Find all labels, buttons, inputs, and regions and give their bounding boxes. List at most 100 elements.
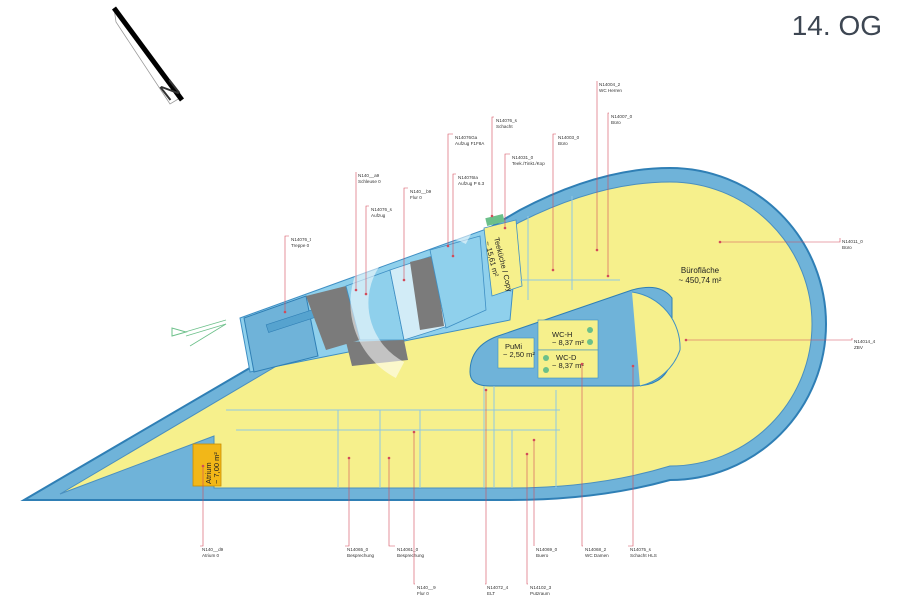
room-function-label: Schacht bbox=[496, 124, 513, 129]
callout-leader-line bbox=[284, 235, 289, 312]
room-function-label: Büro bbox=[558, 141, 568, 146]
room-code-label: N14003_0 bbox=[558, 135, 580, 140]
room-code-label: N14061_0 bbox=[397, 547, 419, 552]
room-function-label: Besprechung bbox=[397, 553, 425, 558]
atrium: Atrium ~ 7,00 m² bbox=[192, 443, 222, 487]
callout-leader-line bbox=[581, 364, 583, 547]
room-pumi-name: PuMi bbox=[505, 342, 522, 351]
room-function-label: Büro bbox=[842, 245, 852, 250]
room-buero-name: Bürofläche bbox=[681, 266, 720, 275]
callout-target-dot bbox=[402, 278, 406, 282]
room-code-label: N14011_0 bbox=[842, 239, 863, 244]
callout-target-dot bbox=[364, 292, 368, 296]
room-code-label: N14075_s bbox=[630, 547, 652, 552]
room-wcd-area: ~ 8,37 m² bbox=[552, 361, 584, 370]
room-code-label: N140__9 bbox=[417, 585, 436, 590]
entrance-marker bbox=[171, 319, 227, 347]
callout-leader-line bbox=[345, 458, 350, 547]
callout-leader-line bbox=[388, 458, 395, 547]
atrium-name: Atrium bbox=[204, 462, 213, 484]
callout-target-dot bbox=[412, 430, 416, 434]
room-code-label: N14076Ia bbox=[458, 175, 478, 180]
room-function-label: Treppe 0 bbox=[291, 243, 310, 248]
callout-target-dot bbox=[606, 274, 610, 278]
callout-target-dot bbox=[484, 388, 488, 392]
callout-leader-line bbox=[526, 454, 528, 585]
callout-target-dot bbox=[354, 288, 358, 292]
floor-title: 14. OG bbox=[791, 10, 882, 41]
room-code-label: N14014_4 bbox=[854, 339, 876, 344]
room-code-label: N14076_s bbox=[371, 207, 393, 212]
callout-leader-line bbox=[413, 432, 415, 585]
callout-leader-line bbox=[200, 466, 204, 547]
room-code-label: N14076Ga bbox=[455, 135, 478, 140]
room-code-label: N14076_t bbox=[291, 237, 312, 242]
callout-target-dot bbox=[446, 244, 450, 248]
room-function-label: Aufzug bbox=[371, 213, 386, 218]
room-function-label: WC Damen bbox=[585, 553, 609, 558]
room-code-label: N140__a9 bbox=[358, 173, 380, 178]
callout-target-dot bbox=[451, 254, 455, 258]
callout-target-dot bbox=[631, 364, 635, 368]
callout-target-dot bbox=[580, 362, 584, 366]
callout-target-dot bbox=[595, 248, 599, 252]
room-function-label: WC Herren bbox=[599, 88, 622, 93]
room-function-label: Schacht HLS bbox=[630, 553, 657, 558]
room-code-label: N14004_2 bbox=[599, 82, 621, 87]
room-buero-area: ~ 450,74 m² bbox=[679, 276, 722, 285]
wc-core bbox=[469, 286, 681, 387]
callout-leader-line bbox=[452, 173, 456, 256]
room-pumi-area: ~ 2,50 m² bbox=[503, 350, 535, 359]
room-function-label: Aufzug F1F8A bbox=[455, 141, 485, 146]
room-code-label: N14065_0 bbox=[347, 547, 369, 552]
callout-target-dot bbox=[387, 456, 391, 460]
room-wcd-name: WC-D bbox=[556, 353, 577, 362]
callout-leader-line bbox=[485, 390, 487, 585]
room-code-label: N140__d9 bbox=[202, 547, 224, 552]
callout-leader-line bbox=[686, 338, 853, 341]
room-code-label: N14072_4 bbox=[487, 585, 509, 590]
room-function-label: Teek./Tinkt./Kop bbox=[512, 161, 545, 166]
callout-target-dot bbox=[490, 214, 494, 218]
room-wch-area: ~ 8,37 m² bbox=[552, 338, 584, 347]
room-callouts: N14004_2WC HerrenN14007_0BüroN14003_0Bür… bbox=[200, 81, 876, 596]
room-code-label: N14102_3 bbox=[530, 585, 552, 590]
callout-target-dot bbox=[347, 456, 351, 460]
callout-leader-line bbox=[491, 116, 494, 216]
callout-leader-line bbox=[552, 133, 556, 270]
room-function-label: Büro bbox=[611, 120, 621, 125]
north-arrow-icon: N bbox=[111, 6, 186, 107]
room-code-label: N14069_0 bbox=[536, 547, 558, 552]
room-code-label: N14031_0 bbox=[512, 155, 534, 160]
room-wch-name: WC-H bbox=[552, 330, 572, 339]
room-code-label: N14076_s bbox=[496, 118, 518, 123]
partitions bbox=[226, 196, 620, 488]
room-function-label: Flur 0 bbox=[417, 591, 429, 596]
callout-target-dot bbox=[201, 464, 205, 468]
callout-leader-line bbox=[628, 366, 634, 547]
callout-target-dot bbox=[684, 338, 688, 342]
room-code-label: N14068_2 bbox=[585, 547, 607, 552]
callout-leader-line bbox=[607, 112, 609, 276]
callout-target-dot bbox=[525, 452, 529, 456]
callout-target-dot bbox=[551, 268, 555, 272]
room-function-label: Atrium 0 bbox=[202, 553, 220, 558]
room-code-label: N140__b9 bbox=[410, 189, 432, 194]
room-function-label: Flur 0 bbox=[410, 195, 422, 200]
callout-leader-line bbox=[447, 133, 453, 246]
room-function-label: Schleuse 0 bbox=[358, 179, 381, 184]
callout-target-dot bbox=[718, 240, 722, 244]
callout-target-dot bbox=[283, 310, 287, 314]
callout-leader-line bbox=[720, 238, 841, 243]
callout-leader-line bbox=[504, 153, 510, 228]
callout-target-dot bbox=[503, 226, 507, 230]
callout-target-dot bbox=[532, 438, 536, 442]
atrium-area: ~ 7,00 m² bbox=[212, 452, 221, 484]
room-function-label: Buero bbox=[536, 553, 549, 558]
room-function-label: ELT bbox=[487, 591, 495, 596]
room-function-label: ZBV bbox=[854, 345, 864, 350]
room-function-label: Putzraum bbox=[530, 591, 550, 596]
callout-leader-line bbox=[403, 187, 408, 280]
room-code-label: N14007_0 bbox=[611, 114, 633, 119]
